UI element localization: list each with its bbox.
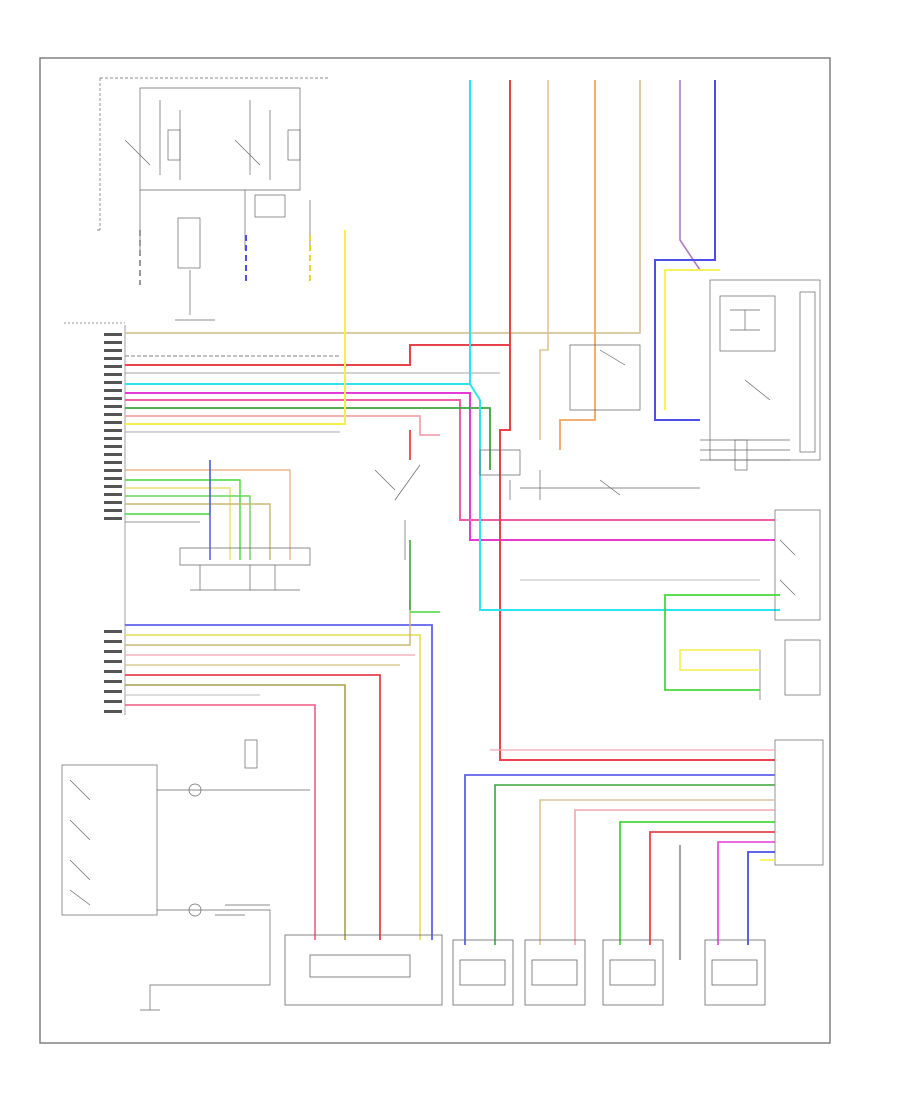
- wire-lightpink-1: [125, 415, 440, 436]
- wire-red-2: [125, 674, 381, 940]
- wire-yellow-4: [664, 269, 720, 410]
- wire-khaki-1: [125, 503, 271, 560]
- right-switch-box: [759, 509, 821, 700]
- ecu-connector-column: [64, 322, 126, 715]
- wire-tan-4: [539, 799, 775, 945]
- center-switch-cluster: [374, 344, 700, 560]
- wire-green-5: [664, 594, 780, 691]
- relay-block-top-left: [96, 77, 330, 321]
- wire-pink-2: [125, 704, 316, 940]
- wire-yellow-2: [125, 487, 231, 560]
- wire-yellow-1: [125, 230, 346, 425]
- wire-magenta-1: [125, 392, 775, 541]
- wire-green-4: [125, 460, 211, 515]
- wire-darkgreen-1: [125, 407, 491, 470]
- wire-lightpink-3: [574, 809, 775, 945]
- bottom-connectors: [284, 934, 766, 1006]
- wire-green-3: [125, 495, 251, 560]
- connector-box-5: [704, 939, 766, 1006]
- wire-khaki-2: [125, 600, 411, 646]
- connector-box-1: [284, 934, 443, 1006]
- wire-blue-4: [464, 774, 775, 945]
- wire-blue-3: [125, 624, 433, 940]
- relay-block-right: [700, 279, 821, 471]
- wire-tan-1: [125, 80, 641, 334]
- right-lower-connector: [774, 739, 824, 866]
- harness-junction: [179, 547, 311, 591]
- lower-left-switch-panel: [61, 739, 310, 1011]
- wire-red-3: [499, 345, 775, 761]
- ecu-pin-labels: [104, 333, 122, 713]
- wire-red-1: [125, 80, 511, 366]
- wire-green-2: [125, 479, 241, 560]
- wire-tan-2: [125, 469, 291, 560]
- wire-olive-1: [125, 684, 346, 940]
- connector-box-4: [602, 939, 664, 1006]
- connector-box-2: [452, 939, 514, 1006]
- wire-blue-1: [654, 80, 716, 421]
- wire-yellow-5: [679, 649, 760, 671]
- wire-red-4: [649, 831, 775, 945]
- wire-orange-1: [559, 80, 596, 450]
- wire-tan-3: [539, 80, 549, 440]
- wire-cyan-1: [125, 80, 471, 385]
- wire-green-6: [619, 821, 775, 945]
- wire-pink-1: [125, 399, 775, 521]
- wire-magenta-2: [717, 841, 775, 945]
- wire-yellow-3: [125, 634, 421, 940]
- connector-box-3: [524, 939, 586, 1006]
- wire-darkgreen-2: [494, 784, 775, 945]
- wire-mauve-1: [679, 80, 701, 271]
- wire-blue-5: [747, 851, 775, 945]
- diagram-frame: [39, 57, 831, 1044]
- wire-cyan-2: [469, 383, 780, 611]
